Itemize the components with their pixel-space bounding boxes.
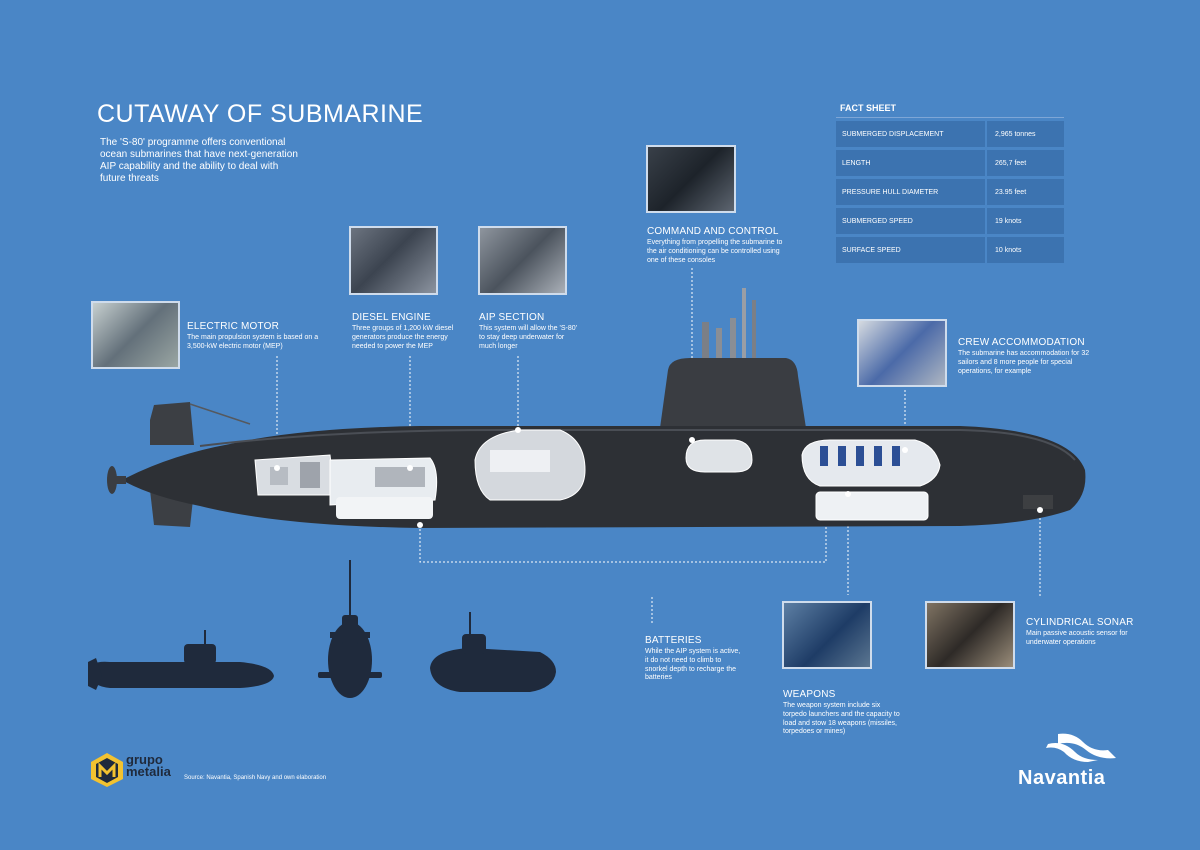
- callout-heading: ELECTRIC MOTOR: [187, 321, 280, 332]
- callout-text: Everything from propelling the submarine…: [647, 239, 783, 264]
- diesel-engine-photo: [349, 226, 438, 295]
- grupo-metalia-icon: [91, 753, 123, 787]
- fact-label: LENGTH: [836, 150, 985, 176]
- fact-label: SUBMERGED SPEED: [836, 208, 985, 234]
- callout-text: The submarine has accommodation for 32 s…: [958, 350, 1090, 375]
- page-title: CUTAWAY OF SUBMARINE: [97, 100, 424, 128]
- callout-crew-accommodation: CREW ACCOMMODATION The submarine has acc…: [958, 337, 1093, 376]
- source-note: Source: Navantia, Spanish Navy and own e…: [184, 775, 327, 781]
- callout-diesel-engine: DIESEL ENGINE Three groups of 1,200 kW d…: [352, 312, 467, 351]
- callout-text: Main passive acoustic sensor for underwa…: [1026, 630, 1128, 646]
- weapons-photo: [782, 601, 872, 669]
- callout-aip-section: AIP SECTION This system will allow the '…: [479, 312, 579, 351]
- cutaway-compartments: [254, 429, 1053, 521]
- grupo-text: grupo: [126, 752, 163, 767]
- upper-rudder: [150, 402, 194, 445]
- fact-row: PRESSURE HULL DIAMETER 23.95 feet: [836, 179, 1064, 205]
- callout-heading: WEAPONS: [783, 689, 836, 700]
- electric-motor-photo: [91, 301, 180, 369]
- fact-value: 265,7 feet: [987, 150, 1064, 176]
- callout-heading: COMMAND AND CONTROL: [647, 226, 779, 237]
- callout-heading: AIP SECTION: [479, 312, 545, 323]
- fact-value: 19 knots: [987, 208, 1064, 234]
- callout-heading: DIESEL ENGINE: [352, 312, 431, 323]
- navantia-wave-icon: [1046, 733, 1116, 762]
- aip-section-photo: [478, 226, 567, 295]
- fact-value: 2,965 tonnes: [987, 121, 1064, 147]
- callout-electric-motor: ELECTRIC MOTOR The main propulsion syste…: [187, 321, 327, 352]
- propeller-icon: [107, 466, 126, 494]
- callout-heading: CREW ACCOMMODATION: [958, 337, 1085, 348]
- callout-command-control: COMMAND AND CONTROL Everything from prop…: [647, 226, 787, 265]
- crew-accommodation-photo: [857, 319, 947, 387]
- callout-text: While the AIP system is active, it do no…: [645, 648, 741, 682]
- callout-text: The main propulsion system is based on a…: [187, 334, 319, 350]
- callout-heading: CYLINDRICAL SONAR: [1026, 617, 1134, 628]
- callout-text: Three groups of 1,200 kW diesel generato…: [352, 325, 454, 350]
- fact-label: SURFACE SPEED: [836, 237, 985, 263]
- command-control-photo: [646, 145, 736, 213]
- submarine-sail: [660, 288, 806, 428]
- callout-dots: [274, 427, 1043, 528]
- navantia-text: Navantia: [1018, 767, 1106, 789]
- fact-label: PRESSURE HULL DIAMETER: [836, 179, 985, 205]
- intro-text: The 'S-80' programme offers conventional…: [100, 137, 298, 184]
- metalia-text: metalia: [126, 764, 171, 779]
- callout-text: This system will allow the 'S-80' to sta…: [479, 325, 577, 350]
- fact-row: SUBMERGED SPEED 19 knots: [836, 208, 1064, 234]
- callout-weapons: WEAPONS The weapon system include six to…: [783, 689, 903, 737]
- fact-value: 23.95 feet: [987, 179, 1064, 205]
- callout-heading: BATTERIES: [645, 635, 702, 646]
- callout-text: The weapon system include six torpedo la…: [783, 702, 900, 736]
- callout-cylindrical-sonar: CYLINDRICAL SONAR Main passive acoustic …: [1026, 617, 1151, 648]
- grupo-metalia-logo: grupo metalia: [90, 752, 171, 793]
- navantia-logo: Navantia: [1018, 732, 1118, 790]
- fact-row: SURFACE SPEED 10 knots: [836, 237, 1064, 263]
- submarine-silhouettes: [88, 560, 556, 698]
- fact-label: SUBMERGED DISPLACEMENT: [836, 121, 985, 147]
- cylindrical-sonar-photo: [925, 601, 1015, 669]
- fact-row: SUBMERGED DISPLACEMENT 2,965 tonnes: [836, 121, 1064, 147]
- fact-sheet: FACT SHEET SUBMERGED DISPLACEMENT 2,965 …: [836, 101, 1064, 263]
- fact-value: 10 knots: [987, 237, 1064, 263]
- callout-batteries: BATTERIES While the AIP system is active…: [645, 635, 745, 683]
- fact-row: LENGTH 265,7 feet: [836, 150, 1064, 176]
- fact-sheet-title: FACT SHEET: [836, 101, 1064, 118]
